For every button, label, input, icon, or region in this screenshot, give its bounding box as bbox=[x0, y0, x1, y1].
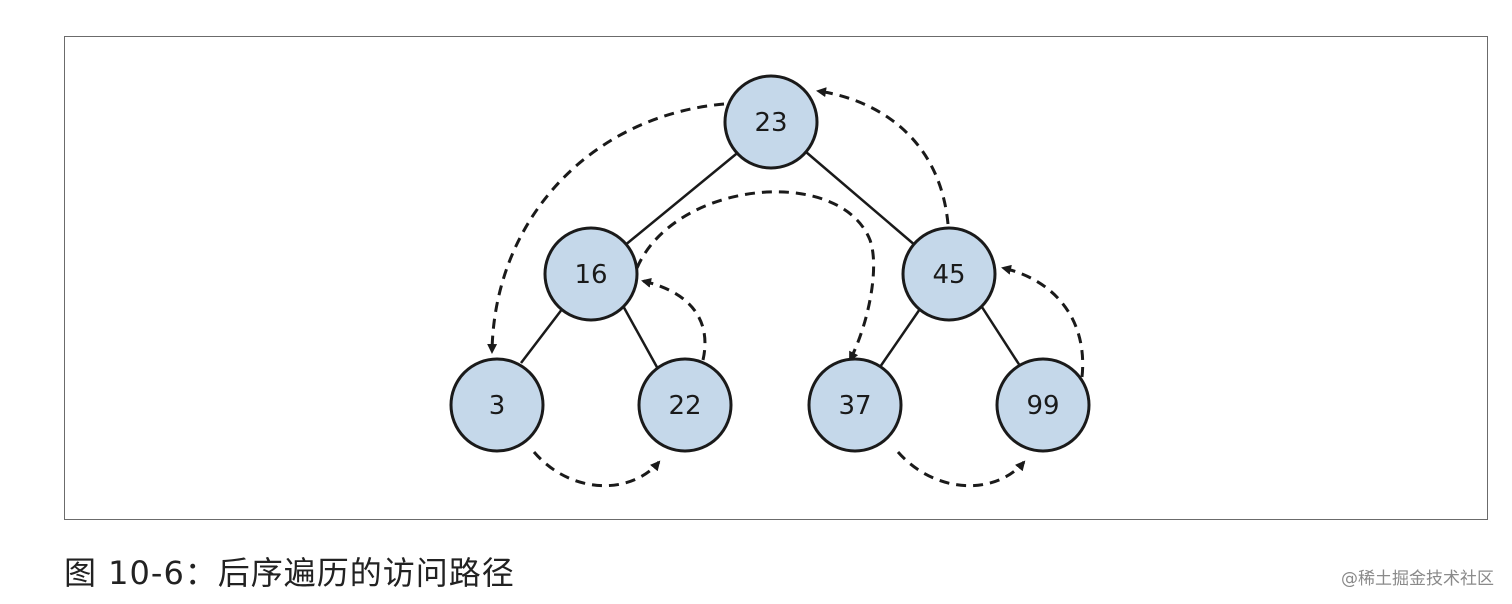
figure-caption: 图 10-6：后序遍历的访问路径 bbox=[64, 554, 515, 592]
node-label: 16 bbox=[574, 260, 607, 290]
node-23: 23 bbox=[723, 74, 819, 170]
node-label: 23 bbox=[754, 108, 787, 138]
tree-edges bbox=[520, 149, 1024, 370]
arrow-23-to-3 bbox=[487, 102, 725, 354]
edge-16-3 bbox=[520, 303, 567, 364]
node-label: 37 bbox=[838, 391, 871, 421]
arrow-16-to-37 bbox=[635, 190, 876, 362]
arrow-3-to-22 bbox=[532, 451, 661, 488]
node-label: 3 bbox=[489, 391, 506, 421]
node-circle bbox=[543, 226, 639, 322]
node-99: 99 bbox=[995, 357, 1091, 453]
edge-16-22 bbox=[620, 303, 660, 370]
edge-45-37 bbox=[878, 305, 924, 368]
node-37: 37 bbox=[807, 357, 903, 453]
tree-nodes: 23 16 45 3 22 37 99 bbox=[449, 74, 1091, 453]
watermark-text: @稀土掘金技术社区 bbox=[1341, 569, 1494, 589]
arrow-37-to-99 bbox=[896, 451, 1026, 488]
edge-23-16 bbox=[623, 149, 742, 247]
node-label: 45 bbox=[932, 260, 965, 290]
arrow-99-to-45 bbox=[1001, 264, 1085, 378]
arrow-22-to-16 bbox=[641, 277, 707, 361]
node-circle bbox=[637, 357, 733, 453]
node-45: 45 bbox=[901, 226, 997, 322]
arrow-45-to-23 bbox=[816, 87, 950, 225]
node-16: 16 bbox=[543, 226, 639, 322]
node-label: 22 bbox=[668, 391, 701, 421]
node-circle bbox=[449, 357, 545, 453]
node-circle bbox=[723, 74, 819, 170]
node-circle bbox=[807, 357, 903, 453]
node-3: 3 bbox=[449, 357, 545, 453]
node-circle bbox=[995, 357, 1091, 453]
edge-45-99 bbox=[978, 303, 1024, 370]
node-circle bbox=[901, 226, 997, 322]
node-22: 22 bbox=[637, 357, 733, 453]
node-label: 99 bbox=[1026, 391, 1059, 421]
edge-23-45 bbox=[805, 151, 917, 247]
visit-path-arrows bbox=[487, 87, 1085, 488]
